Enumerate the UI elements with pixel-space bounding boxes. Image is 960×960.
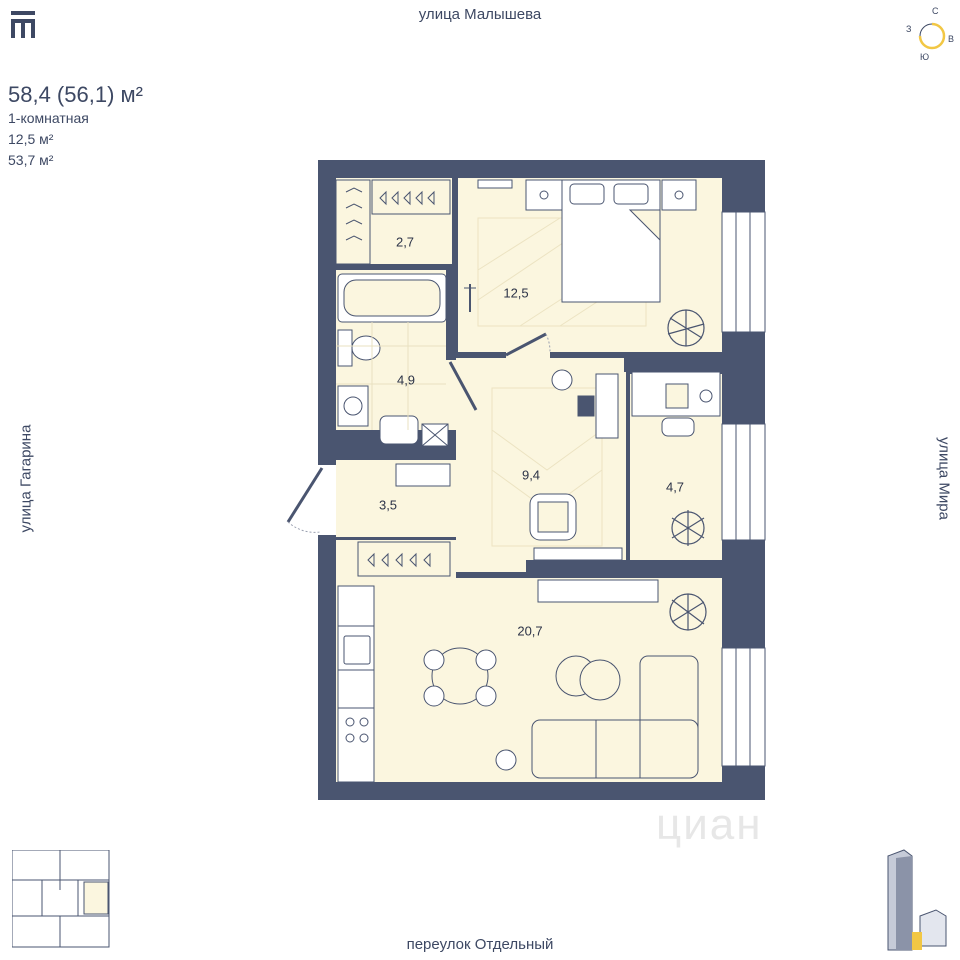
compass-south: Ю (920, 52, 930, 62)
compass-north: С (932, 6, 939, 16)
compass-east: В (948, 34, 955, 44)
street-north: улица Малышева (418, 6, 542, 23)
compass-west: З (906, 24, 912, 34)
living-area: 12,5 м² (8, 131, 54, 147)
other-area: 53,7 м² (8, 152, 54, 168)
room-area-bathroom: 4,9 (396, 372, 416, 388)
street-south: переулок Отдельный (406, 936, 554, 953)
room-area-living: 20,7 (517, 623, 543, 639)
keyplan-icon (12, 850, 110, 948)
logo-icon (10, 10, 40, 45)
apartment-type: 1-комнатная (8, 110, 89, 126)
room-area-storage: 2,7 (395, 234, 415, 250)
room-area-bedroom: 12,5 (503, 285, 529, 301)
room-area-corridor: 9,4 (521, 467, 541, 483)
compass-icon: С В Ю З (898, 6, 958, 62)
room-area-study: 4,7 (665, 479, 685, 495)
building-icon (887, 849, 947, 951)
room-area-hall: 3,5 (378, 497, 398, 513)
watermark: циан (656, 800, 763, 849)
total-area: 58,4 (56,1) м² (8, 82, 143, 107)
